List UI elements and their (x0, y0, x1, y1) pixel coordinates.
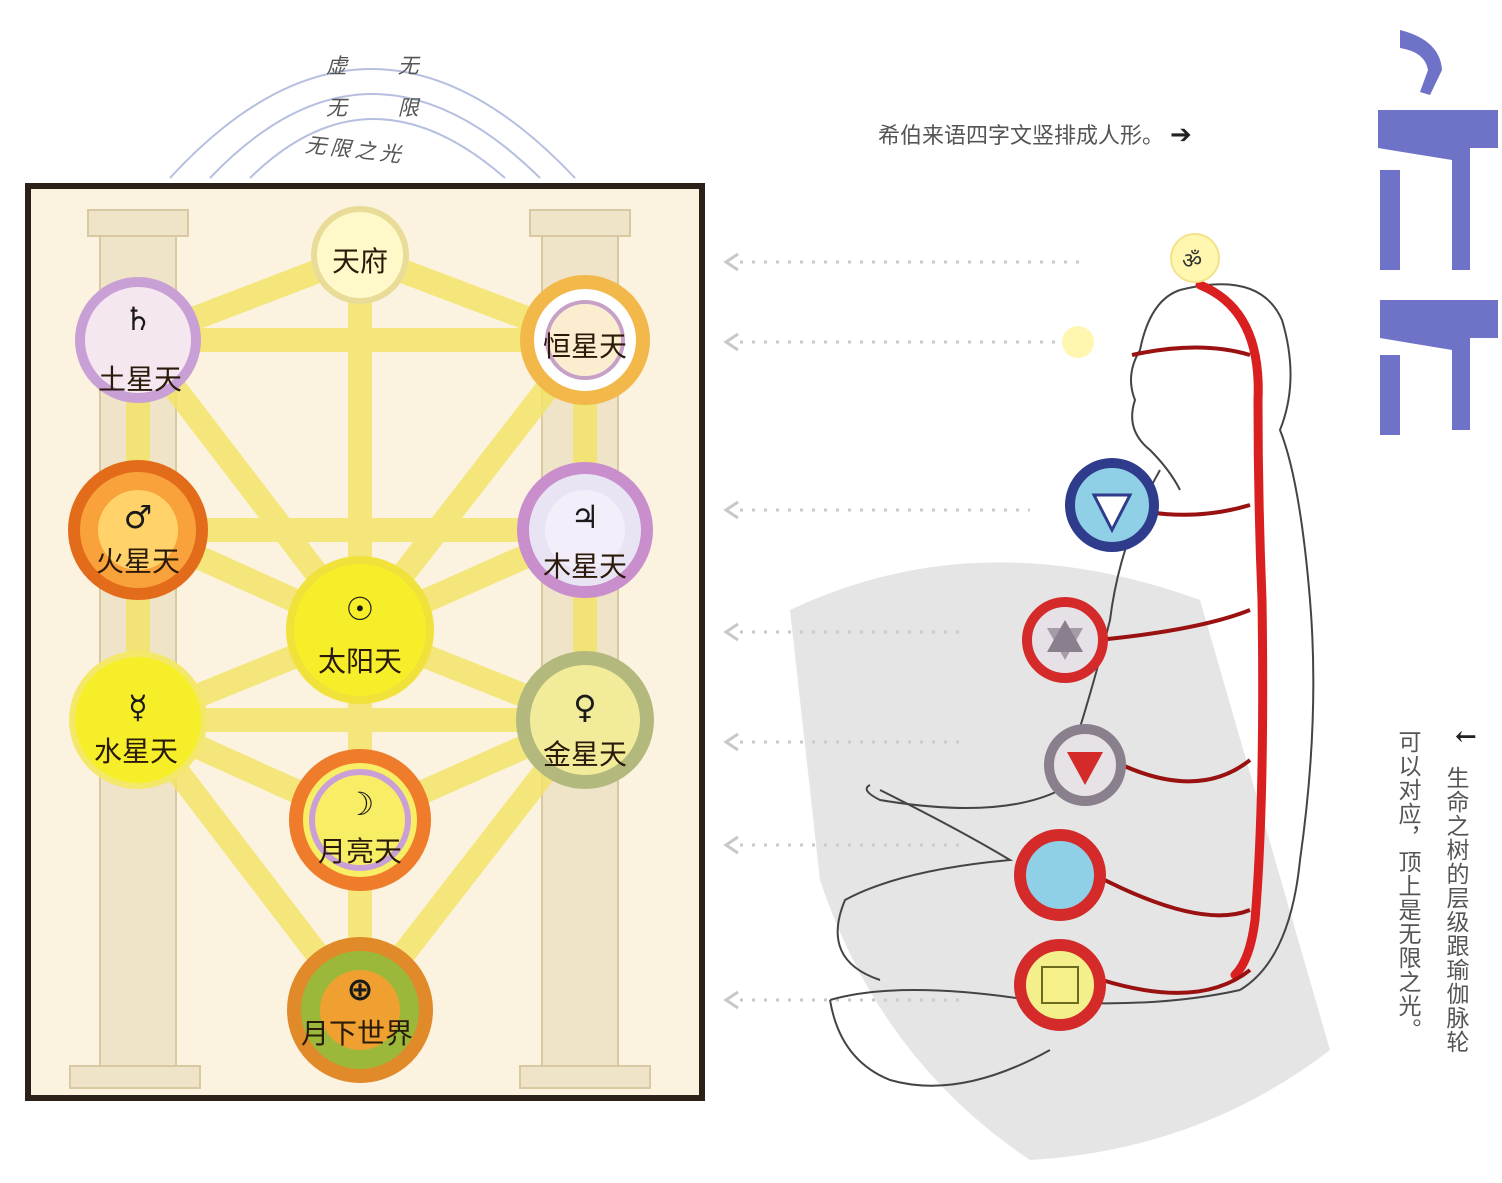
node-label-heavenly-palace: 天府 (331, 245, 389, 278)
sun-icon: ☉ (345, 590, 375, 628)
node-label-sublunar: 月下世界 (300, 1017, 414, 1050)
arc-label-infinite: 无 限 (326, 96, 441, 120)
arc-label-void: 虚 无 (326, 54, 441, 78)
mars-icon: ♂ (123, 498, 153, 536)
node-label-venus: 金星天 (542, 738, 628, 771)
om-symbol: ॐ (1182, 249, 1203, 274)
saturn-icon: ♄ (123, 300, 153, 338)
arrow-heads (723, 252, 739, 1010)
caption-top-arrow-icon: ➔ (1170, 120, 1192, 150)
mercury-icon: ☿ (128, 688, 148, 726)
earth-icon: ⊕ (346, 970, 374, 1008)
crown-glow (1170, 233, 1220, 283)
node-label-moon: 月亮天 (317, 835, 403, 868)
energy-channels (1195, 280, 1268, 980)
node-label-mars: 火星天 (95, 545, 181, 578)
caption-top-text: 希伯来语四字文竖排成人形。 (878, 124, 1165, 149)
caption-side-line1: 生命之树的层级跟瑜伽脉轮 (1442, 766, 1468, 1054)
side-channels (1094, 345, 1252, 995)
caption-side-line2: 可以对应，顶上是无限之光。 (1394, 730, 1420, 1042)
brow-glow (1062, 326, 1094, 358)
hebrew-letters (1378, 30, 1498, 435)
node-label-fixed-stars: 恒星天 (542, 330, 628, 363)
node-label-sun: 太阳天 (317, 645, 403, 678)
chakras (1014, 458, 1159, 1031)
caption-top: 希伯来语四字文竖排成人形。➔ (878, 118, 1192, 150)
tree-nodes (68, 206, 654, 1083)
node-label-jupiter: 木星天 (542, 550, 628, 583)
node-label-saturn: 土星天 (97, 363, 183, 396)
moon-icon: ☽ (345, 785, 375, 823)
venus-icon: ♀ (573, 688, 597, 726)
veils-arcs (169, 68, 576, 179)
node-label-mercury: 水星天 (93, 735, 179, 768)
caption-side-arrow-icon: ← (1455, 722, 1477, 752)
jupiter-icon: ♃ (570, 498, 600, 536)
